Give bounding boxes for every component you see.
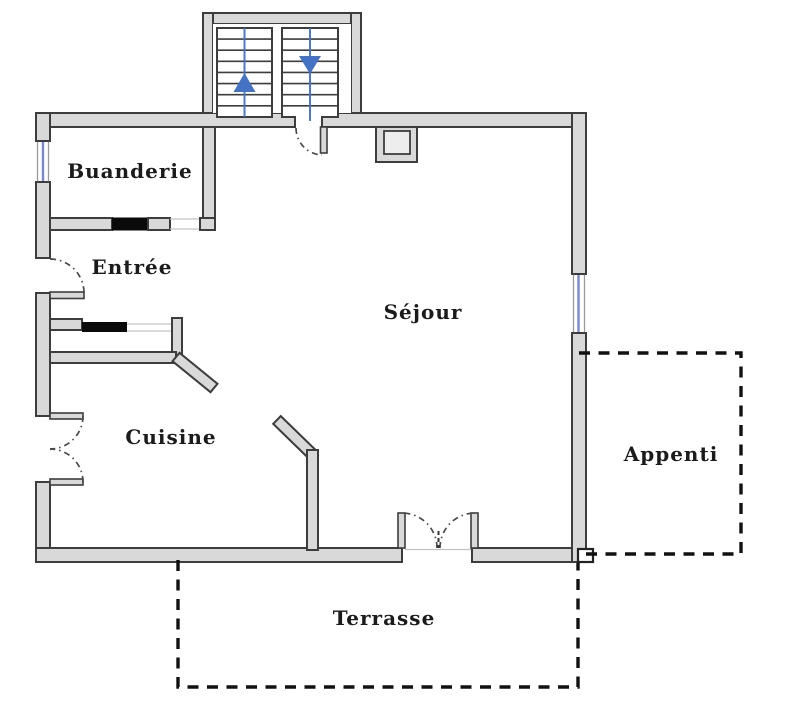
front-door-swing-arc [49,258,85,294]
stair-right-wall [350,12,362,114]
cuisine-door-swing-arc [49,415,84,450]
room-label-terrasse: Terrasse [333,606,436,630]
divider-black-marker [82,322,127,332]
cuisine-sejour-divider [271,414,319,551]
staircase [202,12,362,156]
stairs-down-arrow-icon [299,56,321,74]
stair-top-wall [202,12,362,25]
stair-door-leaf [319,126,328,154]
window-left [36,140,50,183]
stair-door-swing-arc [295,127,323,156]
window-right [572,273,586,334]
terrace-french-door [397,512,479,551]
room-label-entree: Entrée [91,255,172,279]
buanderie-right-wall [202,126,216,231]
cuisine-double-door [49,412,84,486]
room-label-appenti: Appenti [623,442,719,466]
appenti-outline [579,351,743,556]
room-label-buanderie: Buanderie [67,159,193,183]
front-door [49,258,85,300]
entree-cuisine-divider [49,317,219,394]
buanderie-black-marker [112,217,148,231]
buanderie-walls [49,126,216,231]
terrace-door-leaf-right [470,512,479,549]
terrace-door-leaf-left [397,512,406,549]
front-door-leaf [49,291,85,300]
exterior-walls [35,112,587,563]
terrace-door-swing-arc [439,512,476,549]
cuisine-door-swing-arc [49,448,84,483]
cuisine-door-leaf-top [49,412,84,420]
stair-left-wall [202,12,214,114]
cuisine-door-leaf-bottom [49,478,84,486]
terrace-door-swing-arc [401,512,438,549]
diagonal-wall-entree [171,351,219,394]
stairs-up-arrow-icon [233,73,256,92]
room-label-cuisine: Cuisine [125,425,216,449]
room-label-sejour: Séjour [384,300,463,324]
chimney-block [375,126,418,163]
terrasse-outline [176,560,580,689]
